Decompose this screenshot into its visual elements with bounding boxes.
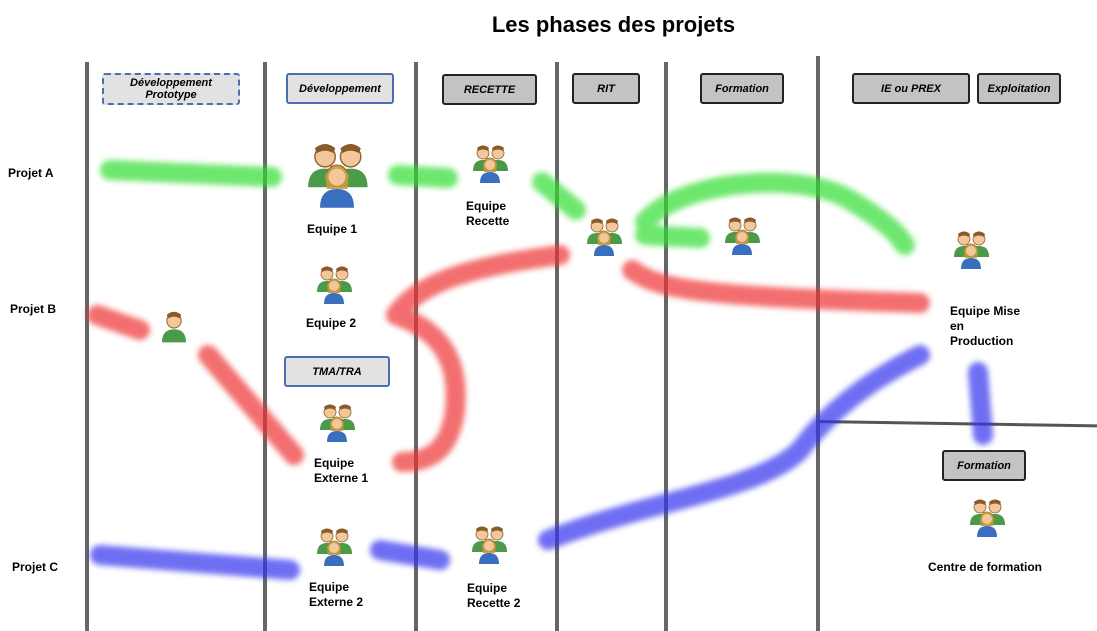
phase-formation: Formation — [700, 73, 784, 104]
column-divider — [414, 62, 418, 631]
team-label: Equipe Recette 2 — [467, 581, 521, 610]
team-icon — [317, 267, 352, 305]
team-icon — [587, 219, 622, 257]
page-title: Les phases des projets — [491, 12, 736, 37]
team-label: Equipe Externe 1 — [314, 456, 369, 485]
project-label: Projet C — [12, 560, 59, 574]
team-icon — [954, 232, 989, 270]
team-label: Equipe 2 — [306, 316, 357, 330]
team-icon — [725, 218, 760, 256]
phase-rit: RIT — [572, 73, 640, 104]
phase-dev-prototype: Développement Prototype — [102, 73, 240, 105]
team-icon — [473, 146, 508, 184]
team-icon — [308, 144, 368, 208]
team-icon — [320, 405, 355, 443]
team-icon — [317, 529, 352, 567]
projet-b-flow — [87, 245, 930, 472]
projet-c-flow — [90, 345, 993, 580]
projet-a-flow — [100, 160, 915, 255]
project-label: Projet A — [8, 166, 54, 180]
column-divider — [816, 56, 820, 631]
team-label: Equipe Externe 2 — [309, 580, 364, 609]
column-divider — [263, 62, 267, 631]
team-icon — [970, 500, 1005, 538]
phase-tma-tra: TMA/TRA — [284, 356, 390, 387]
team-label: Equipe Mise en Production — [950, 304, 1021, 348]
column-divider — [555, 62, 559, 631]
column-divider — [664, 62, 668, 631]
column-divider — [85, 62, 89, 631]
team-label: Equipe 1 — [307, 222, 358, 236]
person-icon — [161, 311, 187, 343]
team-label: Equipe Recette — [466, 199, 510, 228]
project-label: Projet B — [10, 302, 57, 316]
team-label: Centre de formation — [928, 560, 1043, 574]
phase-ie-prex: IE ou PREX — [852, 73, 970, 104]
phase-recette: RECETTE — [442, 74, 537, 105]
phase-formation-2: Formation — [942, 450, 1026, 481]
team-icon — [472, 527, 507, 565]
phase-developpement: Développement — [286, 73, 394, 104]
phase-exploitation: Exploitation — [977, 73, 1061, 104]
